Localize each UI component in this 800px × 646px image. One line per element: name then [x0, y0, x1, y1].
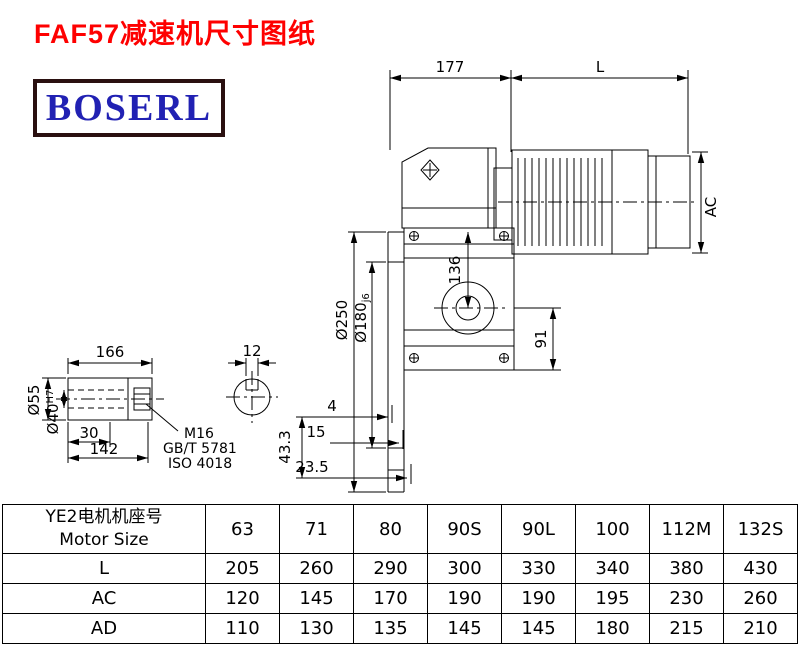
table-cell: 110 — [205, 613, 280, 644]
boserl-logo: BOSERL — [33, 79, 225, 137]
dim-group-180 — [366, 261, 386, 449]
shaft-view — [56, 377, 164, 421]
dim-91: 91 — [532, 329, 550, 348]
dim-group-top — [389, 70, 689, 154]
table-cell: 130 — [279, 613, 354, 644]
size-col-header: 71 — [279, 504, 354, 554]
dim-group-250 — [348, 231, 386, 493]
table-cell: 260 — [279, 553, 354, 584]
table-row-L: L 205 260 290 300 330 340 380 430 — [2, 553, 798, 584]
row-label: AC — [2, 583, 206, 614]
row-label: L — [2, 553, 206, 584]
table-cell: 145 — [279, 583, 354, 614]
logo-text: BOSERL — [45, 87, 213, 129]
thread-leader — [145, 403, 179, 432]
iso-standard-label: ISO 4018 — [168, 456, 232, 472]
table-cell: 135 — [353, 613, 428, 644]
dim-166: 166 — [96, 343, 125, 361]
dim-40-tolerance: H7 — [45, 390, 56, 404]
dim-40-value: Ø40 — [44, 403, 62, 434]
dim-group-12 — [228, 358, 276, 376]
dim-12: 12 — [242, 342, 261, 360]
dim-250: Ø250 — [333, 300, 351, 340]
table-cell: 300 — [427, 553, 502, 584]
technical-drawing: 177 L AC — [25, 58, 720, 493]
dim-group-91 — [514, 307, 561, 371]
dim-177: 177 — [436, 58, 465, 76]
dim-group-55 — [42, 377, 66, 421]
header-cn: YE2电机机座号 — [45, 507, 163, 528]
table-cell: 330 — [501, 553, 576, 584]
table-cell: 205 — [205, 553, 280, 584]
size-col-header: 63 — [205, 504, 280, 554]
motor-outline — [493, 149, 694, 255]
dim-23-5: 23.5 — [295, 458, 328, 476]
table-cell: 430 — [723, 553, 798, 584]
table-cell: 260 — [723, 583, 798, 614]
size-col-header: 90L — [501, 504, 576, 554]
gb-standard-label: GB/T 5781 — [163, 441, 237, 457]
table-cell: 340 — [575, 553, 650, 584]
page-title: FAF57减速机尺寸图纸 — [34, 19, 317, 49]
size-col-header: 100 — [575, 504, 650, 554]
dim-group-30-142 — [67, 422, 149, 463]
dim-4: 4 — [327, 397, 337, 415]
dim-40: Ø40H7 — [44, 390, 62, 435]
dim-30: 30 — [79, 424, 98, 442]
dim-L: L — [596, 58, 605, 76]
size-col-header: 132S — [723, 504, 798, 554]
dim-group-bottom — [296, 405, 412, 484]
table-cell: 180 — [575, 613, 650, 644]
table-cell: 190 — [427, 583, 502, 614]
table-header-row: YE2电机机座号 Motor Size 63 71 80 90S 90L 100… — [2, 504, 798, 554]
table-cell: 145 — [427, 613, 502, 644]
table-cell: 145 — [501, 613, 576, 644]
size-col-header: 90S — [427, 504, 502, 554]
table-row-AD: AD 110 130 135 145 145 180 215 210 — [2, 613, 798, 644]
motor-size-header-cell: YE2电机机座号 Motor Size — [2, 504, 206, 554]
dim-180: Ø180j6 — [352, 293, 372, 343]
dim-15: 15 — [306, 423, 325, 441]
dimension-table: YE2电机机座号 Motor Size 63 71 80 90S 90L 100… — [2, 504, 798, 644]
dim-55: Ø55 — [25, 385, 43, 416]
gearbox-housing — [403, 227, 515, 371]
dim-180-value: Ø180 — [352, 302, 370, 342]
flange-outline — [387, 231, 405, 493]
size-col-header: 80 — [353, 504, 428, 554]
dim-142: 142 — [90, 440, 119, 458]
table-cell: 170 — [353, 583, 428, 614]
dim-43-3: 43.3 — [276, 430, 294, 463]
dim-136: 136 — [446, 256, 464, 285]
table-cell: 210 — [723, 613, 798, 644]
dim-180-tolerance: j6 — [361, 293, 372, 303]
table-row-AC: AC 120 145 170 190 190 195 230 260 — [2, 583, 798, 614]
table-cell: 120 — [205, 583, 280, 614]
dim-group-166 — [67, 358, 153, 374]
thread-size-label: M16 — [184, 426, 214, 442]
table-cell: 230 — [649, 583, 724, 614]
dim-AC: AC — [702, 197, 720, 217]
dim-group-ac — [692, 151, 708, 254]
row-label: AD — [2, 613, 206, 644]
table-cell: 290 — [353, 553, 428, 584]
table-cell: 190 — [501, 583, 576, 614]
table-cell: 215 — [649, 613, 724, 644]
dimension-table-wrap: YE2电机机座号 Motor Size 63 71 80 90S 90L 100… — [2, 504, 798, 644]
size-col-header: 112M — [649, 504, 724, 554]
table-cell: 380 — [649, 553, 724, 584]
header-en: Motor Size — [59, 530, 149, 550]
table-cell: 195 — [575, 583, 650, 614]
gearbox-upper — [401, 147, 497, 229]
shaft-section-view — [226, 371, 278, 423]
